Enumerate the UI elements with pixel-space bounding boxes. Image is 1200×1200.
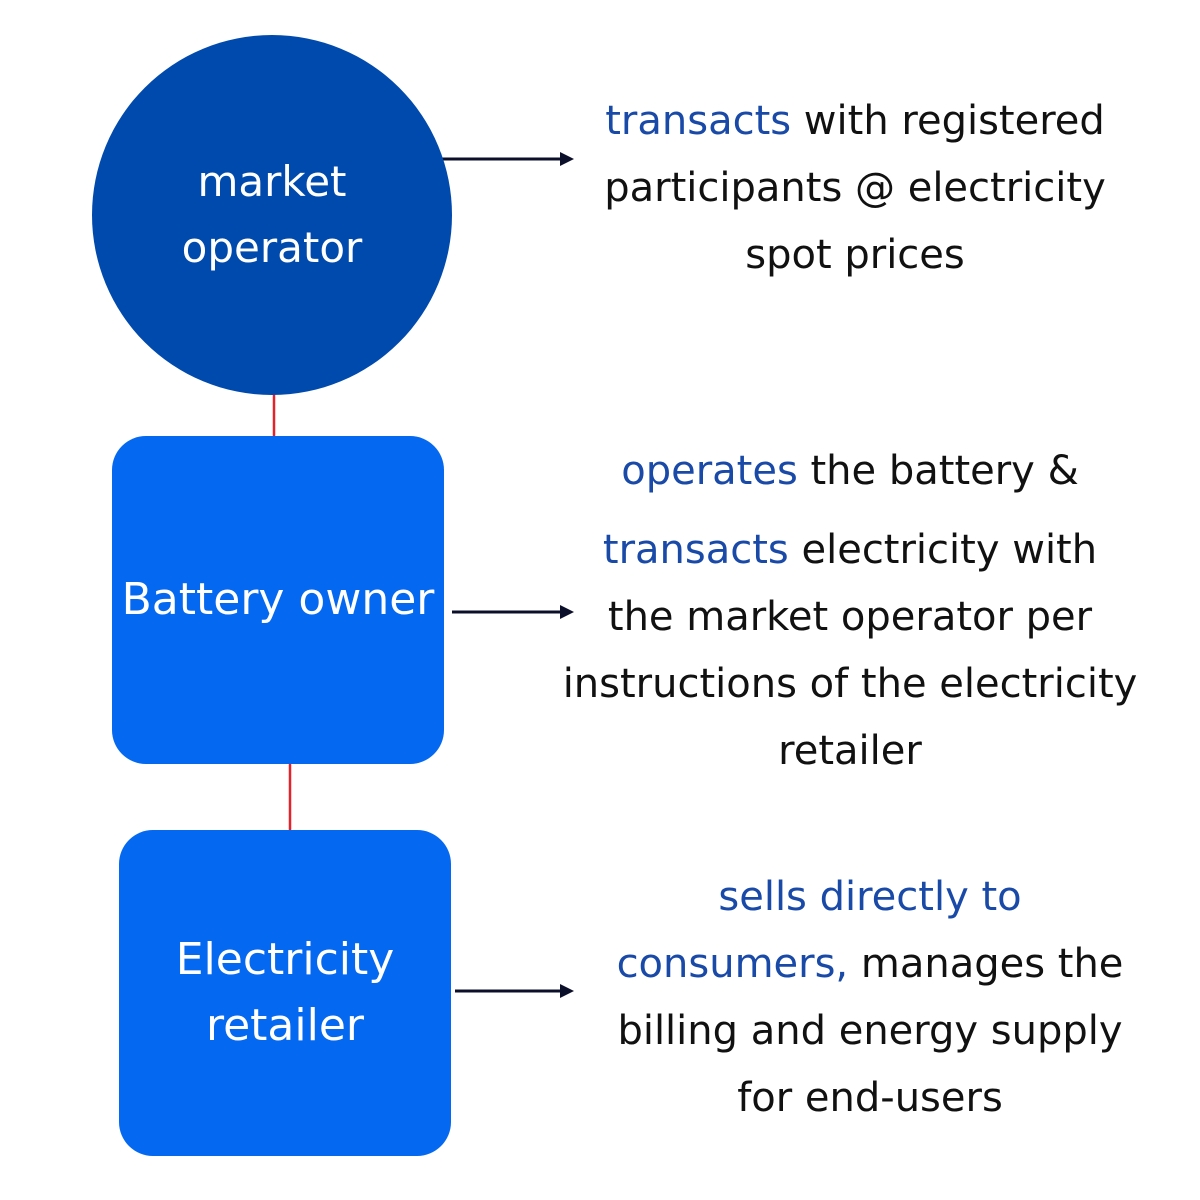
description-line: billing and energy supply [617, 1008, 1123, 1054]
market-operator-description: transacts with registered participants @… [530, 88, 1180, 289]
description-line: transacts electricity with [510, 517, 1190, 584]
description-text: manages the [848, 941, 1124, 987]
electricity-retailer-node: Electricity retailer [119, 830, 451, 1156]
electricity-retailer-description: sells directly to consumers, manages the… [560, 864, 1180, 1132]
arrowhead-operator-description [560, 152, 574, 166]
description-line: participants @ electricity [604, 165, 1106, 211]
highlight-text: transacts [602, 527, 789, 573]
description-text: with registered [791, 98, 1105, 144]
battery-owner-label: Battery owner [121, 574, 435, 625]
highlight-text: operates [621, 448, 798, 494]
description-line: operates the battery & [520, 438, 1180, 505]
arrowhead-retailer-description [560, 984, 574, 998]
electricity-retailer-label-line2: retailer [205, 1000, 365, 1051]
description-line: for end-users [737, 1075, 1003, 1121]
description-line: consumers, manages the [560, 931, 1180, 998]
description-line: transacts with registered [530, 88, 1180, 155]
battery-owner-node: Battery owner [112, 436, 444, 764]
electricity-retailer-label-line1: Electricity [175, 934, 395, 985]
highlight-text: transacts [605, 98, 792, 144]
battery-owner-description: transacts electricity with the market op… [510, 517, 1190, 785]
market-operator-label-line2: operator [181, 223, 363, 272]
description-text: the battery & [797, 448, 1079, 494]
battery-owner-description-heading: operates the battery & [520, 438, 1180, 505]
description-line: retailer [778, 728, 922, 774]
market-operator-label-line1: market [197, 157, 347, 206]
arrowhead-owner-description [560, 605, 574, 619]
description-line: the market operator per [607, 594, 1093, 640]
highlight-text: consumers, [616, 941, 849, 987]
description-text: electricity with [788, 527, 1098, 573]
description-line: instructions of the electricity [562, 661, 1138, 707]
market-operator-node: market operator [92, 35, 452, 395]
description-line: spot prices [745, 232, 965, 278]
highlight-text: sells directly to [718, 874, 1022, 920]
